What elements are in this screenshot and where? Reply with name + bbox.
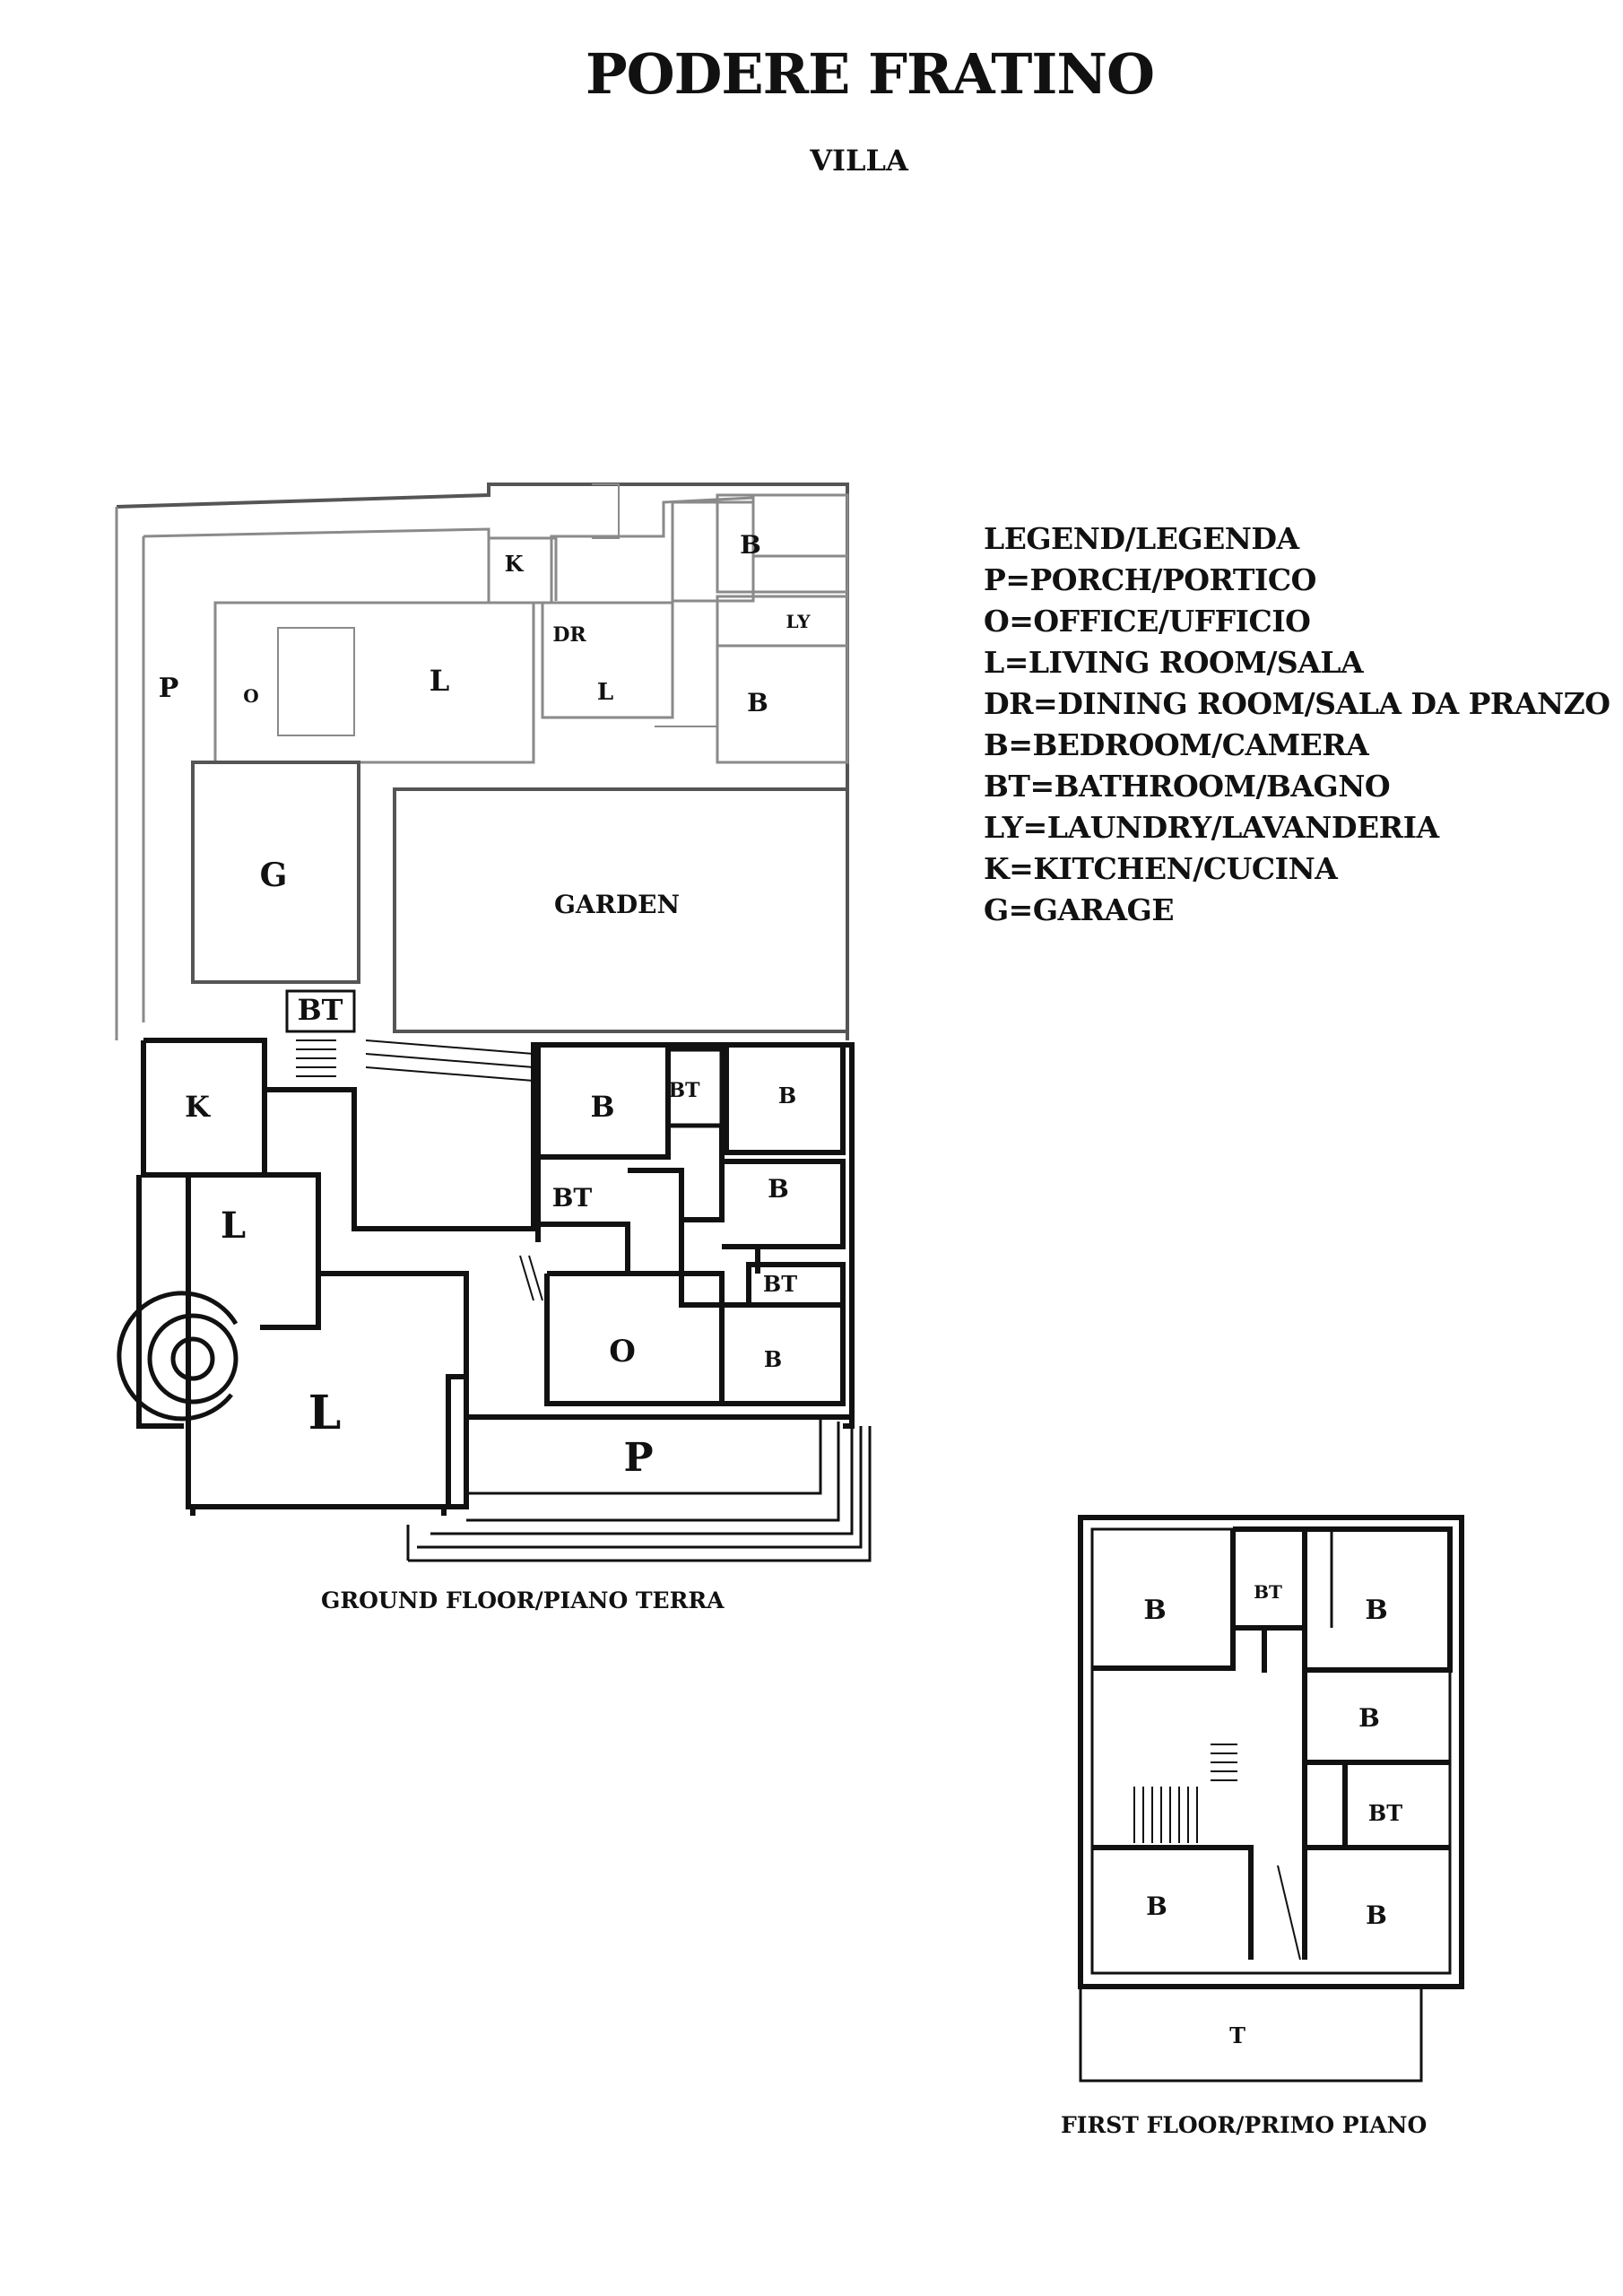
label-office-low: O: [609, 1334, 636, 1370]
ground-floor-upper-walls: [115, 483, 849, 1040]
label-ff-bedroom-1: B: [1143, 1595, 1166, 1626]
porch-outline: [406, 1417, 872, 1562]
label-bedroom-low-1: B: [590, 1090, 614, 1124]
first-floor-plan: B BT B B BT B B T: [1078, 1515, 1464, 2083]
legend-item-garage: G=GARAGE: [984, 892, 1174, 927]
label-bathroom-low-2: BT: [552, 1183, 593, 1213]
first-floor-walls: [1078, 1515, 1464, 1989]
label-bedroom-top-1: B: [740, 530, 761, 560]
label-ff-bedroom-3: B: [1358, 1703, 1380, 1733]
first-floor-staircase: [1133, 1744, 1301, 1961]
label-ff-bedroom-2: B: [1365, 1595, 1387, 1626]
legend-item-living-room: L=LIVING ROOM/SALA: [984, 645, 1364, 680]
legend-item-bathroom: BT=BATHROOM/BAGNO: [984, 769, 1391, 804]
legend-item-office: O=OFFICE/UFFICIO: [984, 604, 1311, 639]
ground-floor-caption: GROUND FLOOR/PIANO TERRA: [321, 1587, 725, 1613]
label-ff-bedroom-4: B: [1146, 1892, 1167, 1921]
label-ff-bathroom-1: BT: [1254, 1581, 1282, 1603]
label-bathroom-low-3: BT: [763, 1271, 797, 1297]
staircase-ground: [296, 1039, 543, 1301]
label-bedroom-top-2: B: [747, 688, 768, 718]
label-laundry: LY: [785, 611, 811, 632]
label-garden: GARDEN: [554, 890, 680, 919]
label-bedroom-low-2: B: [778, 1083, 796, 1109]
legend-item-bedroom: B=BEDROOM/CAMERA: [984, 727, 1369, 762]
label-living-big: L: [308, 1386, 342, 1440]
ground-floor-labels: K B DR LY P O L L B G GARDEN BT K B BT B…: [159, 530, 812, 1481]
legend-item-porch: P=PORCH/PORTICO: [984, 562, 1316, 597]
circular-tower: [117, 1291, 239, 1422]
label-ff-bathroom-2: BT: [1368, 1800, 1402, 1826]
legend-heading: LEGEND/LEGENDA: [984, 521, 1299, 556]
label-bathroom-low-1: BT: [669, 1079, 701, 1102]
label-kitchen-top: K: [505, 551, 525, 577]
page-title: PODERE FRATINO: [585, 41, 1155, 107]
page-subtitle: VILLA: [810, 144, 908, 178]
terrace-outline: [1079, 1987, 1423, 2083]
legend-item-kitchen: K=KITCHEN/CUCINA: [984, 851, 1338, 886]
label-office-left: O: [243, 685, 258, 707]
garage-block: [191, 761, 849, 1033]
ground-floor-lower-walls: [136, 1038, 855, 1516]
label-living-mid-1: L: [430, 664, 450, 698]
legend-item-dining-room: DR=DINING ROOM/SALA DA PRANZO: [984, 686, 1610, 721]
label-ff-terrace: T: [1229, 2022, 1245, 2048]
label-garage: G: [260, 857, 288, 894]
label-bathroom-small: BT: [298, 993, 343, 1027]
label-living-low-1: L: [221, 1205, 246, 1247]
label-bedroom-low-3: B: [768, 1174, 789, 1204]
label-dining-room: DR: [552, 623, 586, 647]
label-porch-low: P: [623, 1435, 653, 1481]
label-living-mid-2: L: [597, 679, 613, 706]
label-kitchen-low: K: [185, 1090, 211, 1124]
legend: LEGEND/LEGENDA P=PORCH/PORTICO O=OFFICE/…: [984, 518, 1610, 931]
label-ff-bedroom-5: B: [1366, 1900, 1387, 1930]
label-porch-left: P: [159, 673, 179, 704]
label-bedroom-low-4: B: [764, 1346, 782, 1372]
legend-item-laundry: LY=LAUNDRY/LAVANDERIA: [984, 810, 1439, 845]
first-floor-caption: FIRST FLOOR/PRIMO PIANO: [1061, 2112, 1428, 2138]
first-floor-labels: B BT B B BT B B T: [1143, 1581, 1402, 2048]
